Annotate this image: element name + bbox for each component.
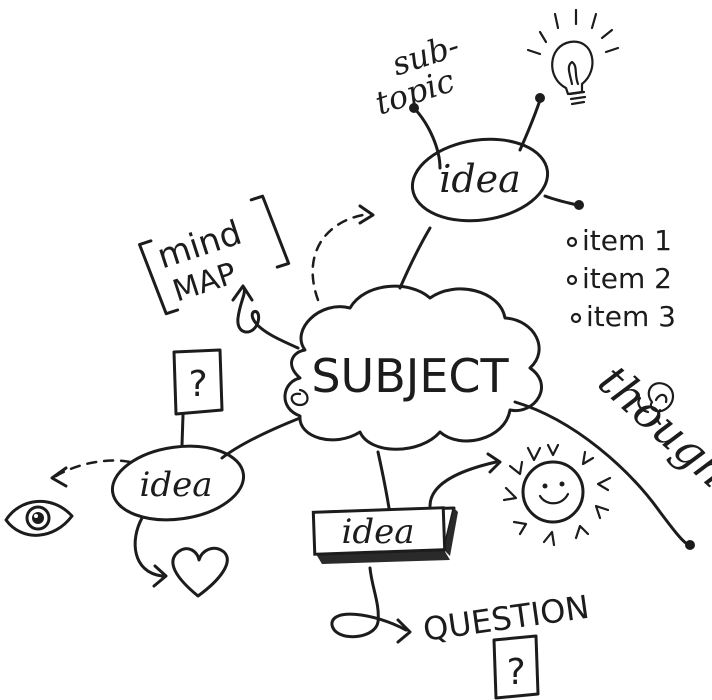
idea-bottom-label: idea: [341, 512, 414, 552]
dashed-arrow-top: [311, 204, 375, 302]
item-list: item 1 item 2 item 3: [566, 224, 676, 333]
list-item: item 2: [566, 262, 672, 295]
subject-cloud: SUBJECT: [283, 284, 543, 451]
arrow-heart: [133, 516, 168, 588]
dashed-arrow-eye: [50, 459, 132, 488]
question-box-bottom: ?: [492, 634, 540, 700]
question-mark-bottom: ?: [506, 652, 525, 693]
idea-node-top: idea: [410, 137, 550, 223]
idea-node-left: idea: [110, 444, 246, 522]
arrow-question: [330, 566, 412, 644]
lightbulb-icon: [526, 8, 620, 106]
item-2-label: item 2: [582, 262, 672, 295]
subtopic-label: sub- topic: [370, 26, 463, 122]
question-box-left: ?: [172, 348, 224, 416]
idea-node-bottom: idea: [311, 506, 458, 564]
connector-dots: [409, 93, 695, 550]
list-item: item 1: [566, 224, 672, 257]
list-item: item 3: [570, 300, 676, 333]
idea-top-label: idea: [439, 157, 521, 201]
item-1-label: item 1: [582, 224, 672, 257]
idea-left-label: idea: [139, 465, 212, 505]
subject-label: SUBJECT: [311, 349, 509, 403]
connector-lines: [180, 98, 692, 547]
sun-icon: [502, 443, 612, 547]
item-3-label: item 3: [586, 300, 676, 333]
mind-map-label: mind MAP: [138, 194, 291, 316]
question-mark-left: ?: [188, 364, 207, 405]
heart-icon: [171, 546, 229, 598]
eye-icon: [4, 500, 74, 537]
arrow-sun: [428, 452, 502, 508]
thought-label: thought: [588, 355, 712, 510]
rose-icon: [637, 382, 675, 426]
